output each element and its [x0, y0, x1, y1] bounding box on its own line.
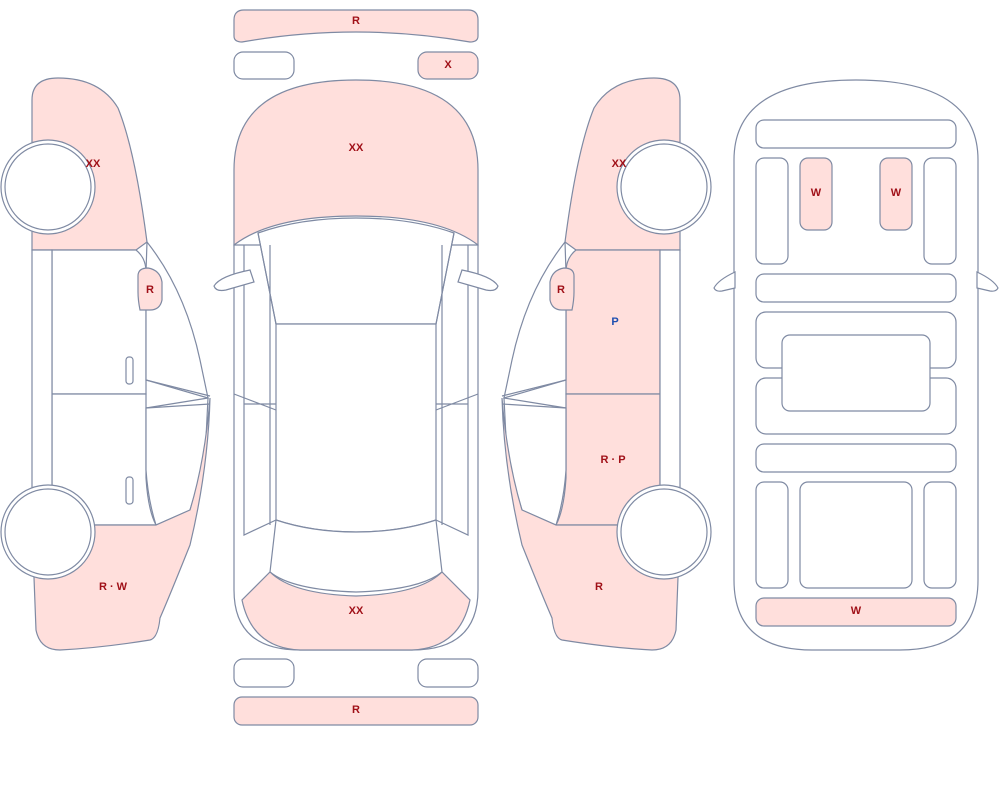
right-front-wheel[interactable]: [620, 143, 708, 231]
right-rear-quarter-code: R: [595, 581, 603, 593]
interior-rear-rail[interactable]: [755, 597, 957, 627]
right-rocker-panel: [659, 249, 681, 526]
interior-left-rear-trim[interactable]: [755, 481, 789, 589]
left-belt-line-front: [145, 379, 211, 397]
windshield: [257, 217, 455, 325]
left-mirror-code: R: [146, 284, 154, 296]
interior-left-front-seat[interactable]: [799, 157, 833, 231]
interior-trunk-floor[interactable]: [799, 481, 913, 589]
interior-left-front-seat-code: W: [811, 187, 822, 199]
interior-front-carpet[interactable]: [755, 273, 957, 303]
right-front-fender-code: XX: [612, 158, 627, 170]
right-rear-wheel[interactable]: [620, 488, 708, 576]
interior-rear-seat[interactable]: [755, 443, 957, 473]
right-front-door-code: P: [611, 316, 618, 328]
interior-rear-rail-code: W: [851, 605, 862, 617]
left-pillar-lines: [243, 232, 277, 536]
left-front-door-handle: [125, 356, 134, 385]
rear-panel[interactable]: [233, 696, 479, 726]
roof[interactable]: [275, 323, 437, 533]
rear-bumper-code: XX: [349, 605, 364, 617]
door-seams: [233, 393, 479, 411]
interior-right-front-seat[interactable]: [879, 157, 913, 231]
left-belt-line-rear: [145, 403, 211, 409]
rear-left-corner[interactable]: [233, 658, 295, 688]
interior-left-front-trim[interactable]: [755, 157, 789, 265]
rear-panel-code: R: [352, 704, 360, 716]
front-left-corner[interactable]: [233, 51, 295, 80]
interior-sunroof[interactable]: [781, 334, 931, 412]
left-mirror[interactable]: [137, 267, 163, 311]
interior-view: W W W: [713, 79, 999, 651]
left-rear-quarter[interactable]: [31, 397, 211, 651]
right-side-view: XX R P R · P R: [501, 77, 712, 651]
left-front-fender-code: XX: [86, 158, 101, 170]
right-mirror[interactable]: [549, 267, 575, 311]
interior-right-mirror[interactable]: [976, 271, 999, 292]
right-a-pillar-glass: [503, 240, 567, 399]
right-belt-line-front: [501, 379, 567, 397]
left-rocker-panel: [31, 249, 53, 526]
left-rear-wheel[interactable]: [4, 488, 92, 576]
front-bumper[interactable]: [233, 9, 479, 43]
front-bumper-code: R: [352, 15, 360, 27]
left-rear-quarter-code: R · W: [99, 581, 128, 593]
left-rear-door-handle: [125, 476, 134, 505]
top-left-mirror[interactable]: [213, 269, 255, 292]
left-front-wheel[interactable]: [4, 143, 92, 231]
top-view: R X XX XX R: [213, 9, 499, 726]
right-mirror-code: R: [557, 284, 565, 296]
interior-left-mirror[interactable]: [713, 271, 736, 292]
rear-right-corner[interactable]: [417, 658, 479, 688]
front-right-corner[interactable]: [417, 51, 479, 80]
right-pillar-lines: [435, 232, 469, 536]
rear-bumper[interactable]: [241, 571, 471, 651]
interior-right-front-seat-code: W: [891, 187, 902, 199]
right-rear-door-code: R · P: [600, 454, 625, 466]
left-a-pillar-glass: [145, 240, 209, 399]
front-right-corner-code: X: [444, 59, 452, 71]
right-rear-quarter[interactable]: [501, 397, 681, 651]
top-right-mirror[interactable]: [457, 269, 499, 292]
left-side-view: XX R R · W: [0, 77, 211, 651]
interior-dashboard[interactable]: [755, 119, 957, 149]
hood[interactable]: [233, 79, 479, 247]
interior-right-rear-trim[interactable]: [923, 481, 957, 589]
hood-code: XX: [349, 142, 364, 154]
interior-right-front-trim[interactable]: [923, 157, 957, 265]
right-belt-line-rear: [501, 403, 567, 409]
